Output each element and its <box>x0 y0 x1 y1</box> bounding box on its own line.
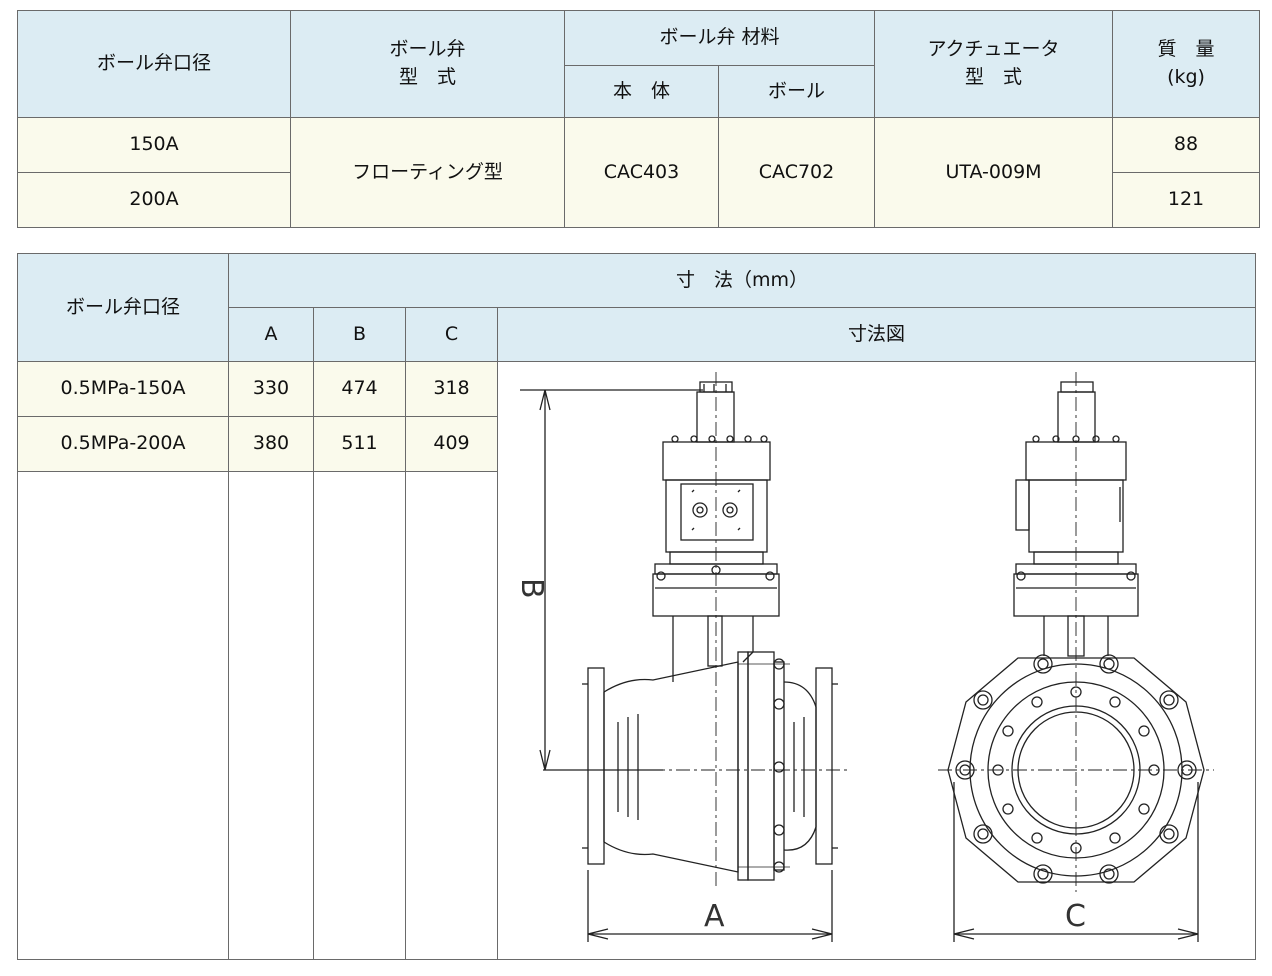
cell-b-150a: 474 <box>313 361 406 417</box>
cell-b-200a: 511 <box>313 416 406 472</box>
header-material-body: 本 体 <box>564 65 719 118</box>
header-actuator: アクチュエータ型 式 <box>874 10 1114 118</box>
header-drawing: 寸法図 <box>496 307 1257 362</box>
cell-bore-150a: 0.5MPa-150A <box>17 361 229 417</box>
cell-valve-type: フローティング型 <box>290 117 565 228</box>
inner-bolt-holes <box>992 686 1160 854</box>
cell-mass-150a: 88 <box>1112 117 1261 173</box>
cell-a-150a: 330 <box>228 361 314 417</box>
front-view <box>938 372 1214 942</box>
cell-mass-200a: 121 <box>1112 172 1261 228</box>
header-col-b: B <box>313 307 406 362</box>
empty-cell <box>313 471 406 960</box>
cell-bore-200a: 200A <box>17 172 291 228</box>
cell-bore-150a: 150A <box>17 117 291 173</box>
header-dimensions: 寸 法（mm） <box>227 253 1257 308</box>
cell-c-200a: 409 <box>405 416 498 472</box>
cell-a-200a: 380 <box>228 416 314 472</box>
empty-cell <box>17 471 229 960</box>
header-bore: ボール弁口径 <box>17 253 229 362</box>
cell-material-body: CAC403 <box>564 117 719 228</box>
header-col-a: A <box>228 307 314 362</box>
empty-cell <box>405 471 498 960</box>
empty-cell <box>228 471 314 960</box>
cell-c-150a: 318 <box>405 361 498 417</box>
header-bore: ボール弁口径 <box>17 10 291 118</box>
dimension-label-c: C <box>1065 899 1086 934</box>
header-material-ball: ボール <box>717 65 876 118</box>
dimension-label-b: B <box>514 578 549 599</box>
cell-bore-200a: 0.5MPa-200A <box>17 416 229 472</box>
valve-dimension-drawing: B A C <box>514 372 1214 942</box>
spec-table: ボール弁口径 ボール弁型 式 ボール弁 材料 アクチュエータ型 式 質 量(kg… <box>17 10 1261 228</box>
cell-material-ball: CAC702 <box>717 117 876 228</box>
dimension-label-a: A <box>704 899 725 934</box>
header-mass: 質 量(kg) <box>1112 10 1261 118</box>
drawing-cell: B A C <box>496 361 1257 960</box>
header-material: ボール弁 材料 <box>563 10 876 66</box>
header-valve-type: ボール弁型 式 <box>290 10 565 118</box>
cell-actuator: UTA-009M <box>874 117 1114 228</box>
dimension-table: ボール弁口径 寸 法（mm） A B C 寸法図 0.5MPa-150A 330… <box>17 253 1257 960</box>
side-view <box>520 372 848 942</box>
header-col-c: C <box>405 307 498 362</box>
